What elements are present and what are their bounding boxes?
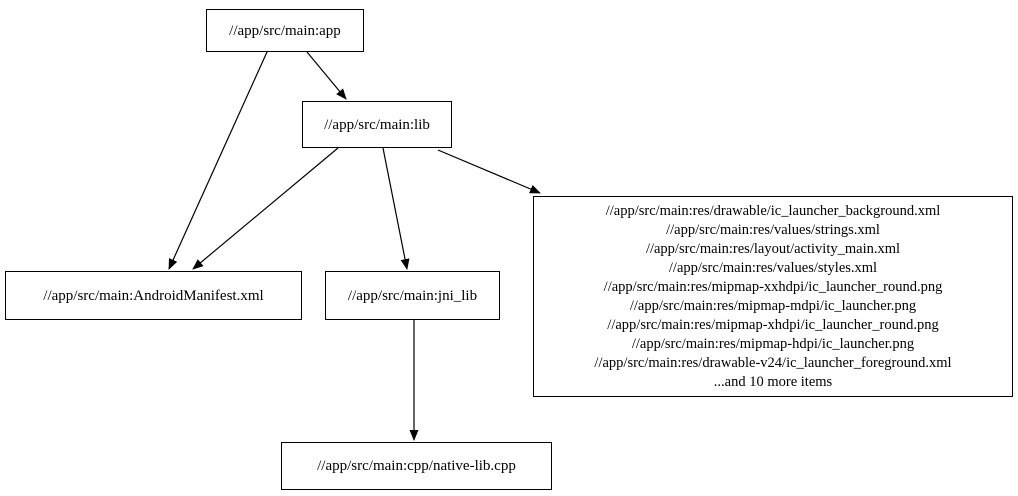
- edge-lib-to-manifest: [192, 147, 339, 270]
- edge-app-to-lib: [306, 51, 347, 100]
- res-line: //app/src/main:res/mipmap-mdpi/ic_launch…: [629, 297, 917, 314]
- node-native-lib-label: //app/src/main:cpp/native-lib.cpp: [317, 458, 516, 474]
- res-line: //app/src/main:res/mipmap-hdpi/ic_launch…: [631, 335, 915, 352]
- node-jni-lib-label: //app/src/main:jni_lib: [347, 287, 478, 304]
- node-android-manifest: //app/src/main:AndroidManifest.xml: [5, 271, 302, 320]
- node-lib: //app/src/main:lib: [302, 101, 452, 148]
- node-lib-label: //app/src/main:lib: [324, 116, 430, 133]
- node-jni-lib: //app/src/main:jni_lib: [325, 271, 500, 320]
- edge-lib-to-res-group: [437, 149, 541, 194]
- res-line: //app/src/main:res/values/strings.xml: [666, 221, 880, 238]
- node-native-lib: //app/src/main:cpp/native-lib.cpp: [281, 442, 552, 490]
- edge-app-to-manifest: [168, 51, 268, 270]
- res-line: //app/src/main:res/mipmap-xhdpi/ic_launc…: [607, 316, 939, 333]
- res-line: //app/src/main:res/drawable/ic_launcher_…: [605, 202, 941, 219]
- node-app-label: //app/src/main:app: [229, 22, 341, 39]
- edge-lib-to-jni-lib: [382, 147, 410, 270]
- res-line: //app/src/main:res/layout/activity_main.…: [645, 240, 901, 257]
- node-app: //app/src/main:app: [206, 9, 364, 52]
- res-line: //app/src/main:res/drawable-v24/ic_launc…: [594, 354, 952, 371]
- node-android-manifest-label: //app/src/main:AndroidManifest.xml: [43, 287, 264, 304]
- res-line: //app/src/main:res/values/styles.xml: [668, 259, 878, 276]
- node-res-group: //app/src/main:res/drawable/ic_launcher_…: [533, 196, 1013, 397]
- res-more-items: ...and 10 more items: [713, 373, 833, 390]
- res-line: //app/src/main:res/mipmap-xxhdpi/ic_laun…: [603, 278, 943, 295]
